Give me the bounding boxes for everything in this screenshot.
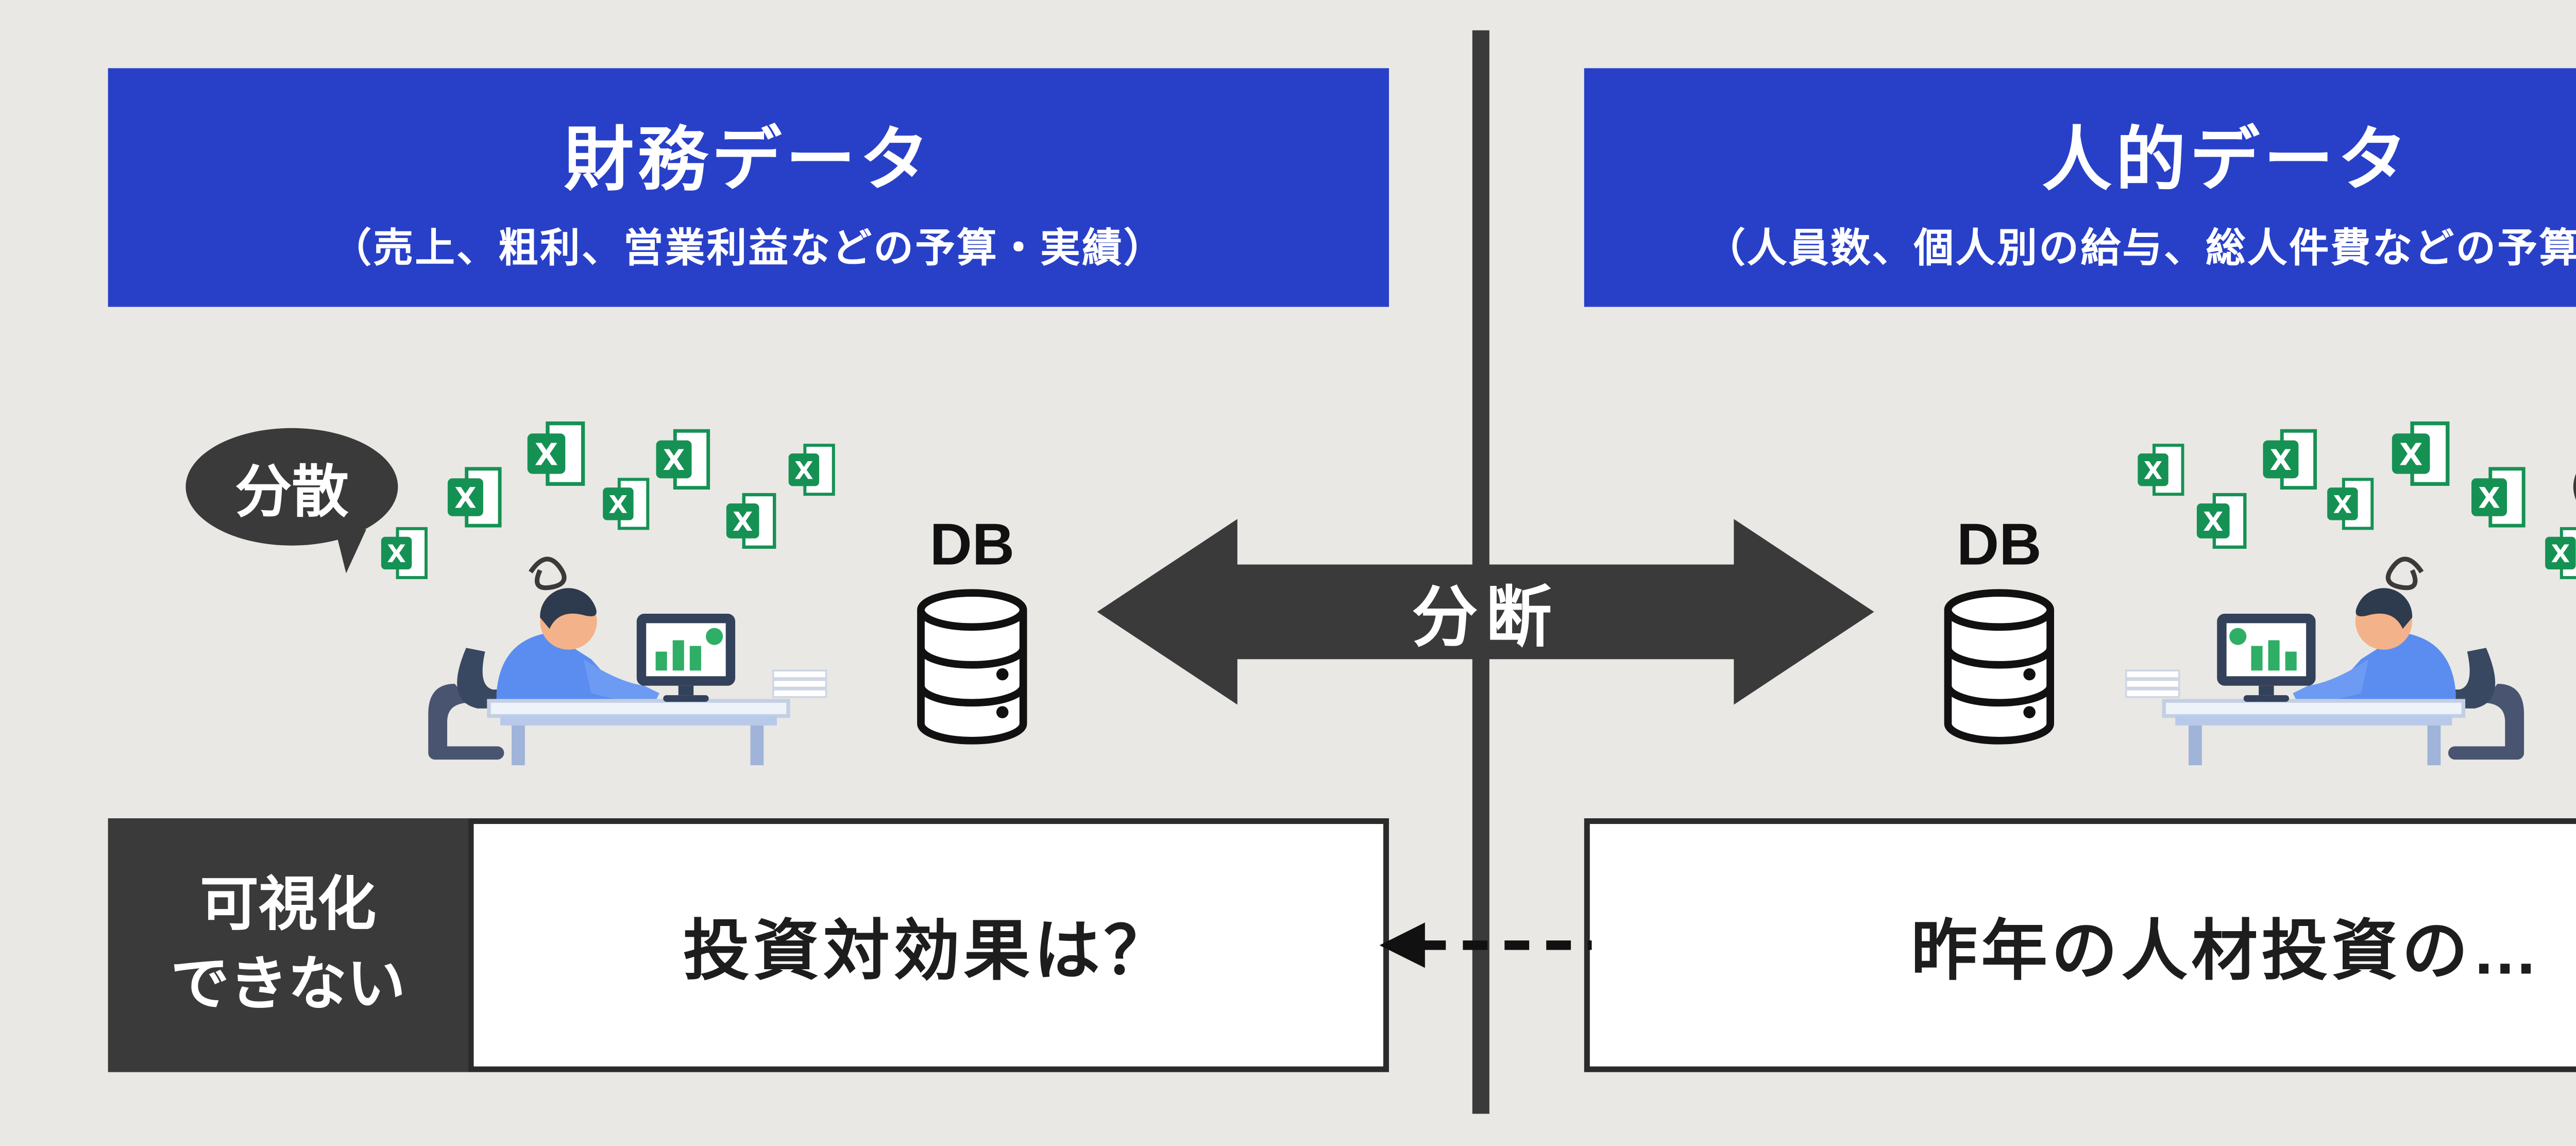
svg-text:X: X: [609, 491, 628, 519]
database-icon: [1944, 589, 2054, 745]
excel-file-icon: X: [788, 444, 835, 496]
svg-text:X: X: [2144, 457, 2163, 485]
scattered-bubble-left-label: 分散: [235, 462, 349, 525]
excel-file-icon: X: [447, 467, 502, 528]
database-group-left: DB: [906, 515, 1038, 762]
svg-text:X: X: [2551, 540, 2570, 568]
excel-file-icon: X: [527, 421, 585, 486]
double-headed-arrow-icon: [1097, 519, 1874, 705]
database-icon: [917, 589, 1027, 745]
last-year-investment-label: 昨年の人材投資の…: [1911, 914, 2543, 988]
excel-file-icon: X: [2327, 478, 2374, 530]
worker-at-desk-illustration: [2125, 557, 2524, 766]
svg-text:X: X: [2270, 444, 2292, 477]
excel-file-icon: X: [2545, 527, 2576, 579]
last-year-investment-box: 昨年の人材投資の…: [1584, 818, 2576, 1072]
svg-text:X: X: [387, 540, 406, 568]
cannot-visualize-tag: 可視化 できない: [108, 818, 468, 1072]
human-data-subtitle: （人員数、個人別の給与、総人件費などの予算・実績）: [1705, 226, 2576, 270]
excel-file-icon: X: [656, 429, 710, 490]
excel-file-icon: X: [2392, 421, 2450, 486]
db-label-left: DB: [929, 511, 1015, 578]
scattered-bubble-left: 分散: [185, 428, 398, 546]
svg-text:X: X: [2478, 482, 2500, 515]
svg-text:X: X: [794, 457, 814, 485]
worker-cluster-right: X X X X X X X: [2052, 409, 2576, 769]
scattered-bubble-right: 分散: [2573, 428, 2576, 546]
dashed-left-arrow-icon: [1379, 922, 1592, 968]
svg-text:X: X: [2399, 436, 2422, 472]
svg-text:X: X: [535, 436, 558, 472]
excel-file-icon: X: [2138, 444, 2184, 496]
financial-data-title: 財務データ: [564, 120, 934, 198]
svg-text:X: X: [663, 444, 685, 477]
financial-data-subtitle: （売上、粗利、営業利益などの予算・実績）: [331, 226, 1165, 270]
roi-question-box: 投資対効果は？: [468, 818, 1389, 1072]
excel-file-icon: X: [2196, 493, 2247, 549]
excel-file-icon: X: [381, 527, 428, 579]
worker-cluster-left: X X X X X X X: [332, 409, 919, 769]
human-data-title: 人的データ: [2042, 120, 2412, 198]
excel-file-icon: X: [603, 478, 650, 530]
svg-text:X: X: [733, 507, 753, 537]
svg-text:X: X: [2203, 507, 2223, 537]
disconnect-arrow-label: 分断: [1412, 580, 1560, 655]
excel-file-icon: X: [2263, 429, 2317, 490]
svg-text:X: X: [2333, 491, 2352, 519]
excel-file-icon: X: [2471, 467, 2526, 528]
svg-text:X: X: [454, 482, 477, 515]
roi-question-label: 投資対効果は？: [683, 914, 1174, 988]
human-data-header: 人的データ （人員数、個人別の給与、総人件費などの予算・実績）: [1584, 68, 2576, 307]
financial-data-header: 財務データ （売上、粗利、営業利益などの予算・実績）: [108, 68, 1389, 307]
db-label-right: DB: [1956, 511, 2042, 578]
worker-at-desk-illustration: [428, 557, 827, 766]
database-group-right: DB: [1933, 515, 2065, 762]
disconnect-arrow: 分断: [1097, 508, 1874, 716]
excel-file-icon: X: [726, 493, 776, 549]
